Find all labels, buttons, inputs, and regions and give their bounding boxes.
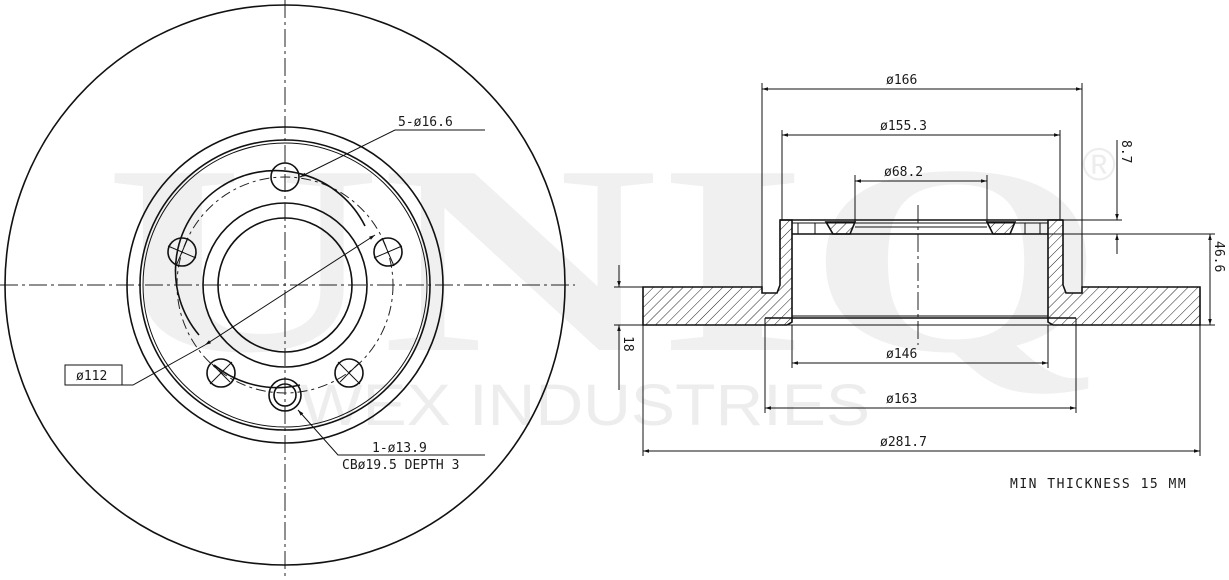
pcd-leader: [122, 344, 206, 386]
outer-disc-circle: [4, 4, 566, 566]
bolt-hole-icon: [270, 162, 300, 192]
dim-281-label: ø281.7: [880, 435, 927, 450]
hat-ring-inner-circle: [142, 142, 428, 428]
dim-68-label: ø68.2: [884, 165, 923, 180]
pcd-label-box: [64, 364, 123, 386]
dim-146-label: ø146: [886, 347, 917, 362]
bolt-holes-label: 5-ø16.6: [398, 115, 453, 130]
watermark-registered-mark: ®: [1082, 138, 1116, 190]
hat-outer-circle: [126, 126, 444, 444]
watermark-subtitle: WEX INDUSTRIES: [300, 373, 870, 438]
pcd-label: ø112: [76, 369, 107, 384]
section-view: ø166 ø155.3 ø68.2 ø146 ø163 ø281.7 8.7 4…: [614, 73, 1226, 492]
bolt-holes-leader: [299, 129, 485, 178]
dim-8-7-label: 8.7: [1118, 140, 1133, 163]
locating-hole-label-line2: CBø19.5 DEPTH 3: [342, 458, 459, 473]
pcd-dimension-line: [204, 234, 376, 346]
min-thickness-note: MIN THICKNESS 15 MM: [1010, 477, 1187, 492]
locating-hole-leader: [297, 409, 485, 456]
hat-ring-circle: [139, 139, 431, 431]
hub-arc-upper: [174, 169, 366, 336]
bolt-hole-icon: [334, 358, 364, 388]
front-view: ø112 5-ø16.6 1-ø13.9 CBø19.5 DEPTH 3: [0, 0, 575, 580]
dim-46-6-label: 46.6: [1211, 241, 1226, 272]
locating-hole-icon: [273, 383, 297, 407]
dim-18-label: 18: [620, 336, 635, 352]
locating-hole-counterbore-icon: [268, 378, 302, 412]
dim-166-label: ø166: [886, 73, 917, 88]
bolt-hole-icon: [206, 358, 236, 388]
bolt-hole-icon: [167, 237, 197, 267]
watermark-brand: UNIQ: [105, 110, 1105, 409]
hub-arc-lower: [213, 364, 301, 389]
locating-hole-label-line1: 1-ø13.9: [372, 441, 427, 456]
dim-163-label: ø163: [886, 392, 917, 407]
dim-155-label: ø155.3: [880, 119, 927, 134]
